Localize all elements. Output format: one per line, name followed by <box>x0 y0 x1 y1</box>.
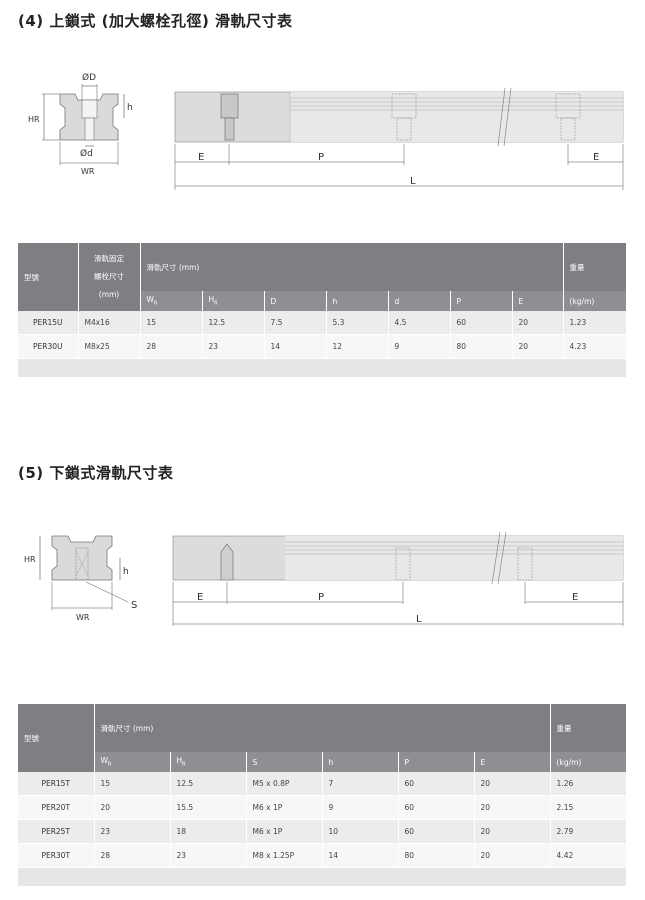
section-5-title: (5) 下鎖式滑軌尺寸表 <box>18 464 174 482</box>
section-4-diagram: ØD h HR Ød WR <box>0 60 645 200</box>
header-rail-dims: 滑軌尺寸 (mm) <box>140 243 564 291</box>
subheader-WR: WR <box>140 291 203 311</box>
subheader-E: E <box>512 291 564 311</box>
rail-profile-lower <box>51 535 113 581</box>
label-E-right-lower: E <box>572 592 578 603</box>
subheader-WR-lower: WR <box>94 752 171 772</box>
table-row: PER15U M4x16 15 12.5 7.5 5.3 4.5 60 20 1… <box>18 311 627 335</box>
header-weight-lower: 重量 <box>550 704 627 752</box>
header-model-lower: 型號 <box>18 704 95 772</box>
section-5-diagram: HR h S WR E <box>0 522 645 642</box>
label-WR: WR <box>81 167 95 176</box>
label-h-lower: h <box>123 567 129 577</box>
upper-lock-rail-drawing: ØD h HR Ød WR <box>28 72 624 190</box>
subheader-h: h <box>326 291 389 311</box>
label-S: S <box>131 600 137 611</box>
subheader-weight-unit-lower: (kg/m) <box>550 752 627 772</box>
subheader-weight-unit: (kg/m) <box>563 291 627 311</box>
table-row: PER30T 28 23 M8 x 1.25P 14 80 20 4.42 <box>18 843 627 868</box>
table-row: PER25T 23 18 M6 x 1P 10 60 20 2.79 <box>18 819 627 844</box>
subheader-S: S <box>246 752 323 772</box>
label-HR: HR <box>28 115 40 124</box>
subheader-h-lower: h <box>322 752 399 772</box>
label-phi-d: Ød <box>80 148 93 159</box>
lower-lock-rail-drawing: HR h S WR E <box>24 531 624 626</box>
subheader-HR-lower: HR <box>170 752 247 772</box>
label-L-lower: L <box>416 614 422 625</box>
label-WR-lower: WR <box>76 613 90 622</box>
header-bolt-size-line1: 滑軌固定 <box>94 254 124 263</box>
label-HR-lower: HR <box>24 555 36 564</box>
header-bolt-size-line2: 螺栓尺寸 <box>94 272 124 281</box>
label-P-lower: P <box>318 592 324 603</box>
section-5-spec-table: 型號 滑軌尺寸 (mm) 重量 WR HR S h P E (kg/m) PER… <box>18 704 627 887</box>
table-spacer-row <box>18 358 627 378</box>
table-row: PER20T 20 15.5 M6 x 1P 9 60 20 2.15 <box>18 795 627 820</box>
label-phi-D: ØD <box>82 72 96 83</box>
subheader-E-lower: E <box>474 752 551 772</box>
section-4-title: (4) 上鎖式 (加大螺栓孔徑) 滑軌尺寸表 <box>18 12 293 30</box>
section-4-spec-table: 型號 滑軌固定 螺栓尺寸 (mm) 滑軌尺寸 (mm) 重量 WR HR D h… <box>18 243 627 378</box>
subheader-P: P <box>450 291 513 311</box>
subheader-P-lower: P <box>398 752 475 772</box>
label-E-right: E <box>593 152 599 163</box>
label-P: P <box>318 152 324 163</box>
table-row: PER30U M8x25 28 23 14 12 9 80 20 4.23 <box>18 334 627 359</box>
label-h: h <box>127 103 133 113</box>
label-L: L <box>410 176 416 187</box>
table-spacer-row <box>18 867 627 887</box>
subheader-D: D <box>264 291 327 311</box>
header-bolt-size: 滑軌固定 螺栓尺寸 (mm) <box>78 243 141 311</box>
label-E-left-lower: E <box>197 592 203 603</box>
header-rail-dims-lower: 滑軌尺寸 (mm) <box>94 704 551 752</box>
table-row: PER15T 15 12.5 M5 x 0.8P 7 60 20 1.26 <box>18 772 627 796</box>
subheader-d: d <box>388 291 451 311</box>
header-model: 型號 <box>18 243 79 311</box>
label-E-left: E <box>198 152 204 163</box>
subheader-HR: HR <box>202 291 265 311</box>
header-weight: 重量 <box>563 243 627 291</box>
header-bolt-size-line3: (mm) <box>98 290 120 299</box>
